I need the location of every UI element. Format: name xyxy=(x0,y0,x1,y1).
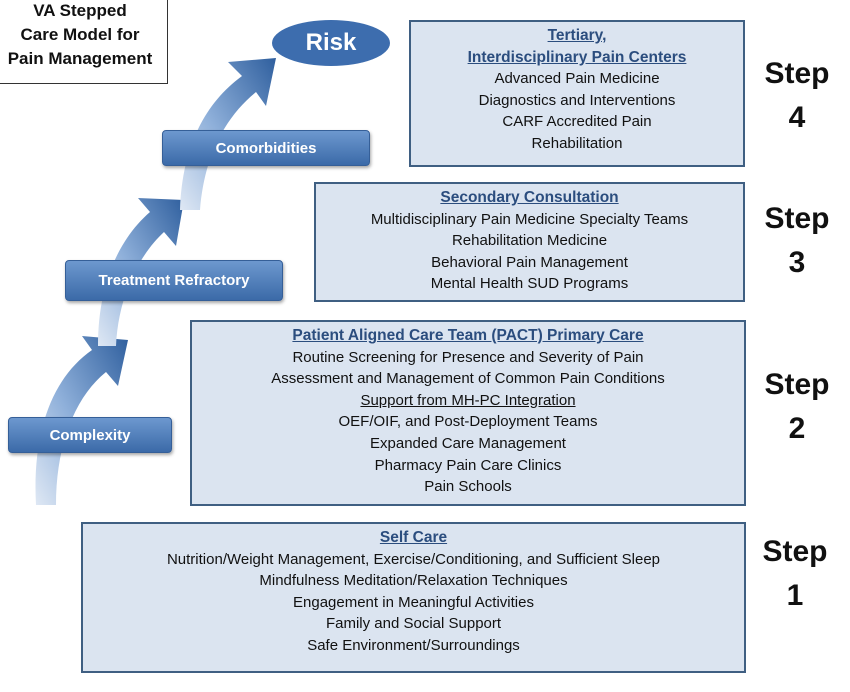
step-4-heading: Tertiary, xyxy=(547,27,607,44)
step-3-box: Secondary Consultation Multidisciplinary… xyxy=(314,182,745,302)
diagram-title: VA Stepped Care Model for Pain Managemen… xyxy=(0,0,168,84)
step-4-box: Tertiary, Interdisciplinary Pain Centers… xyxy=(409,20,745,167)
title-line: Care Model for xyxy=(20,25,140,44)
step-3-item: Multidisciplinary Pain Medicine Specialt… xyxy=(370,210,689,228)
arrow-to-treatment-refractory xyxy=(35,336,128,505)
step-2-item: Routine Screening for Presence and Sever… xyxy=(292,348,644,366)
step-2-subheading: Support from MH-PC Integration xyxy=(360,391,576,409)
step-2-item: Pharmacy Pain Care Clinics xyxy=(374,456,562,474)
step-4-item: Advanced Pain Medicine xyxy=(494,70,660,88)
step-4-heading: Interdisciplinary Pain Centers xyxy=(467,48,687,66)
step-1-box: Self Care Nutrition/Weight Management, E… xyxy=(81,522,746,673)
step-1-item: Engagement in Meaningful Activities xyxy=(293,593,534,611)
step-number: 1 xyxy=(786,579,804,612)
step-number: 3 xyxy=(788,246,806,279)
complexity-label: Complexity xyxy=(8,417,172,453)
step-4-item: Diagnostics and Interventions xyxy=(478,91,676,109)
treatment-refractory-label: Treatment Refractory xyxy=(65,260,283,301)
step-number: 4 xyxy=(788,101,806,134)
step-word: Step xyxy=(764,57,830,90)
step-1-label: Step 1 xyxy=(750,530,840,618)
step-1-item: Nutrition/Weight Management, Exercise/Co… xyxy=(166,550,661,568)
step-1-item: Safe Environment/Surroundings xyxy=(307,636,520,654)
step-2-item: Assessment and Management of Common Pain… xyxy=(271,370,665,388)
step-3-item: Mental Health SUD Programs xyxy=(430,275,629,293)
step-2-item: Pain Schools xyxy=(424,478,512,496)
risk-ellipse: Risk xyxy=(272,20,390,66)
step-3-item: Rehabilitation Medicine xyxy=(451,232,608,250)
step-1-item: Family and Social Support xyxy=(325,615,502,633)
title-line: Pain Management xyxy=(7,49,153,68)
arrow-to-comorbidities xyxy=(98,198,184,346)
step-word: Step xyxy=(764,202,830,235)
step-3-label: Step 3 xyxy=(752,197,842,285)
step-1-heading: Self Care xyxy=(379,529,448,546)
step-3-heading: Secondary Consultation xyxy=(440,189,619,206)
step-3-item: Behavioral Pain Management xyxy=(431,253,628,271)
step-2-box: Patient Aligned Care Team (PACT) Primary… xyxy=(190,320,746,506)
step-2-item: OEF/OIF, and Post-Deployment Teams xyxy=(338,413,598,431)
step-word: Step xyxy=(762,535,828,568)
comorbidities-label: Comorbidities xyxy=(162,130,370,166)
step-1-item: Mindfulness Meditation/Relaxation Techni… xyxy=(259,572,568,590)
step-number: 2 xyxy=(788,412,806,445)
arrow-to-risk xyxy=(180,58,276,210)
step-4-item: CARF Accredited Pain xyxy=(502,113,652,131)
step-word: Step xyxy=(764,368,830,401)
title-line: VA Stepped xyxy=(33,1,127,20)
step-2-heading: Patient Aligned Care Team (PACT) Primary… xyxy=(292,327,644,344)
step-2-label: Step 2 xyxy=(752,363,842,451)
step-4-label: Step 4 xyxy=(752,52,842,140)
step-2-item: Expanded Care Management xyxy=(370,434,566,452)
step-4-item: Rehabilitation xyxy=(531,134,623,152)
